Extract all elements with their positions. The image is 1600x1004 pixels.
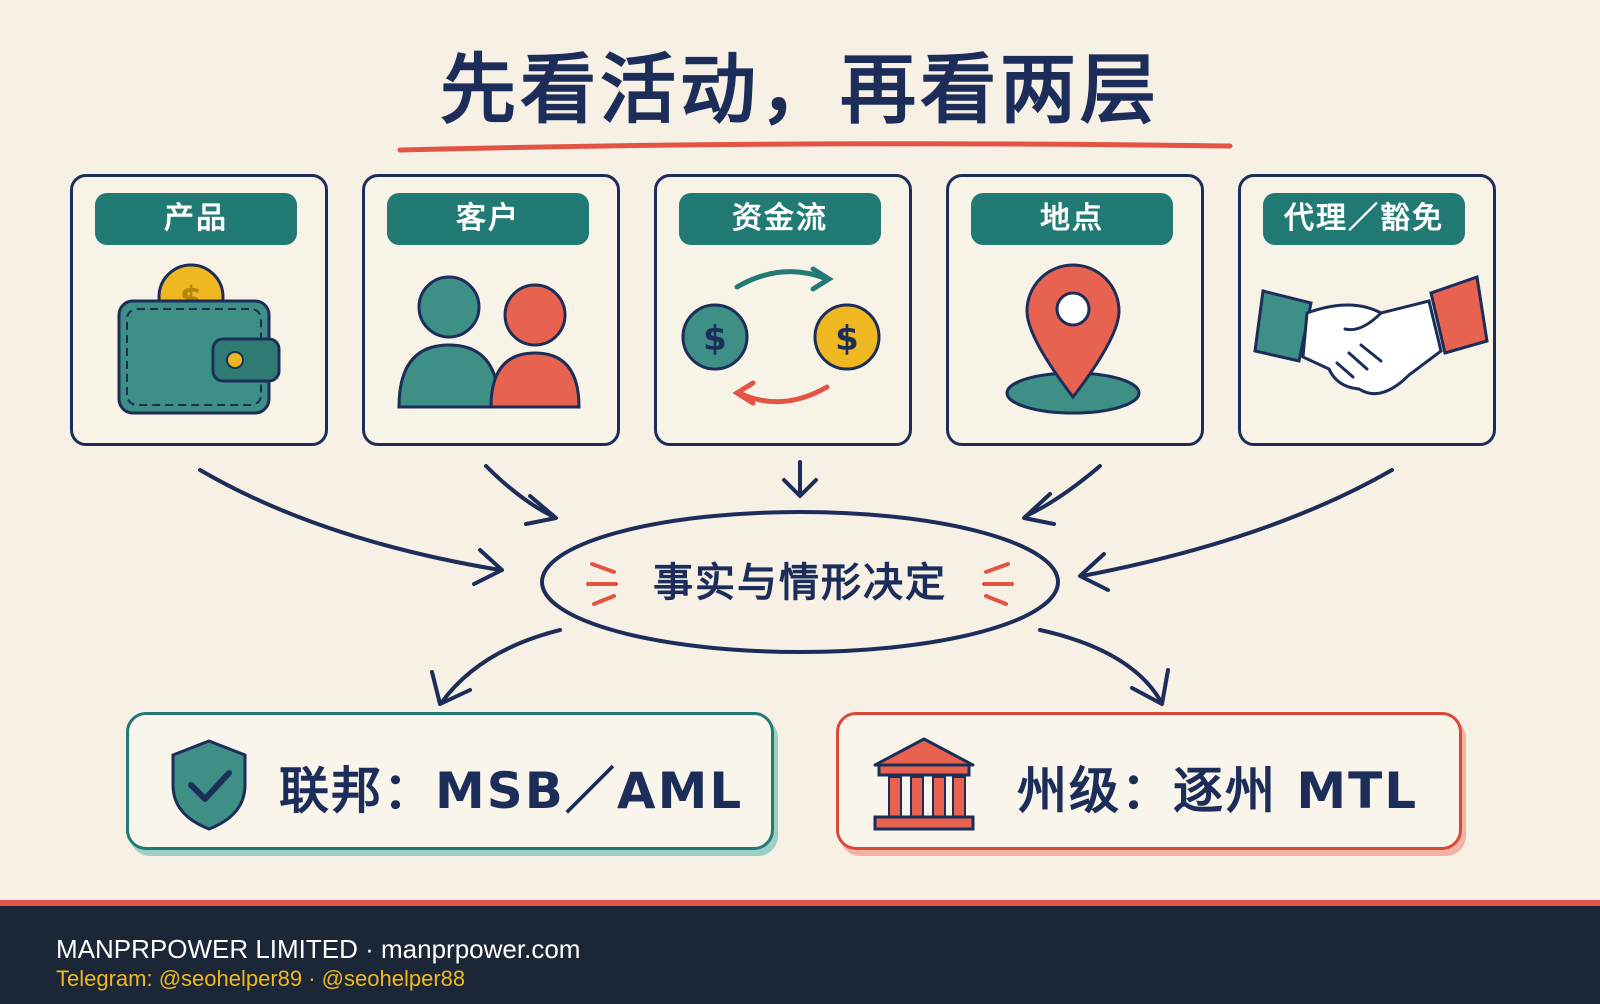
people-icon: [397, 275, 581, 409]
title-underline: [397, 141, 1233, 153]
shield-check-icon: [171, 739, 247, 831]
bank-building-icon: [873, 737, 975, 831]
card-label: 资金流: [679, 193, 881, 245]
card-label: 客户: [387, 193, 589, 245]
footer-bar: MANPRPOWER LIMITED · manprpower.com Tele…: [0, 900, 1600, 1004]
center-ellipse: [540, 510, 1060, 654]
state-layer-box: 州级：逐州 MTL: [836, 712, 1462, 850]
page-title: 先看活动，再看两层: [440, 45, 1160, 134]
card-product: 产品 $: [70, 174, 328, 446]
svg-text:$: $: [703, 319, 727, 359]
card-label: 代理／豁免: [1263, 193, 1465, 245]
card-money-flow: 资金流 $ $: [654, 174, 912, 446]
card-location: 地点: [946, 174, 1204, 446]
handshake-icon: [1253, 274, 1489, 396]
center-decision-text: 事实与情形决定: [653, 560, 947, 606]
location-pin-icon: [1005, 263, 1141, 415]
card-customer: 客户: [362, 174, 620, 446]
wallet-icon: $: [117, 263, 281, 415]
federal-layer-label: 联邦：MSB／AML: [279, 762, 744, 820]
state-layer-label: 州级：逐州 MTL: [1017, 762, 1419, 820]
card-agent-exemption: 代理／豁免: [1238, 174, 1496, 446]
connector-arrows: [198, 460, 1394, 706]
federal-layer-box: 联邦：MSB／AML: [126, 712, 774, 850]
svg-text:$: $: [835, 319, 859, 359]
money-flow-icon: $ $: [681, 266, 881, 406]
card-label: 地点: [971, 193, 1173, 245]
card-label: 产品: [95, 193, 297, 245]
footer-telegram: Telegram: @seohelper89 · @seohelper88: [56, 966, 466, 991]
footer-company: MANPRPOWER LIMITED · manprpower.com: [56, 934, 581, 964]
